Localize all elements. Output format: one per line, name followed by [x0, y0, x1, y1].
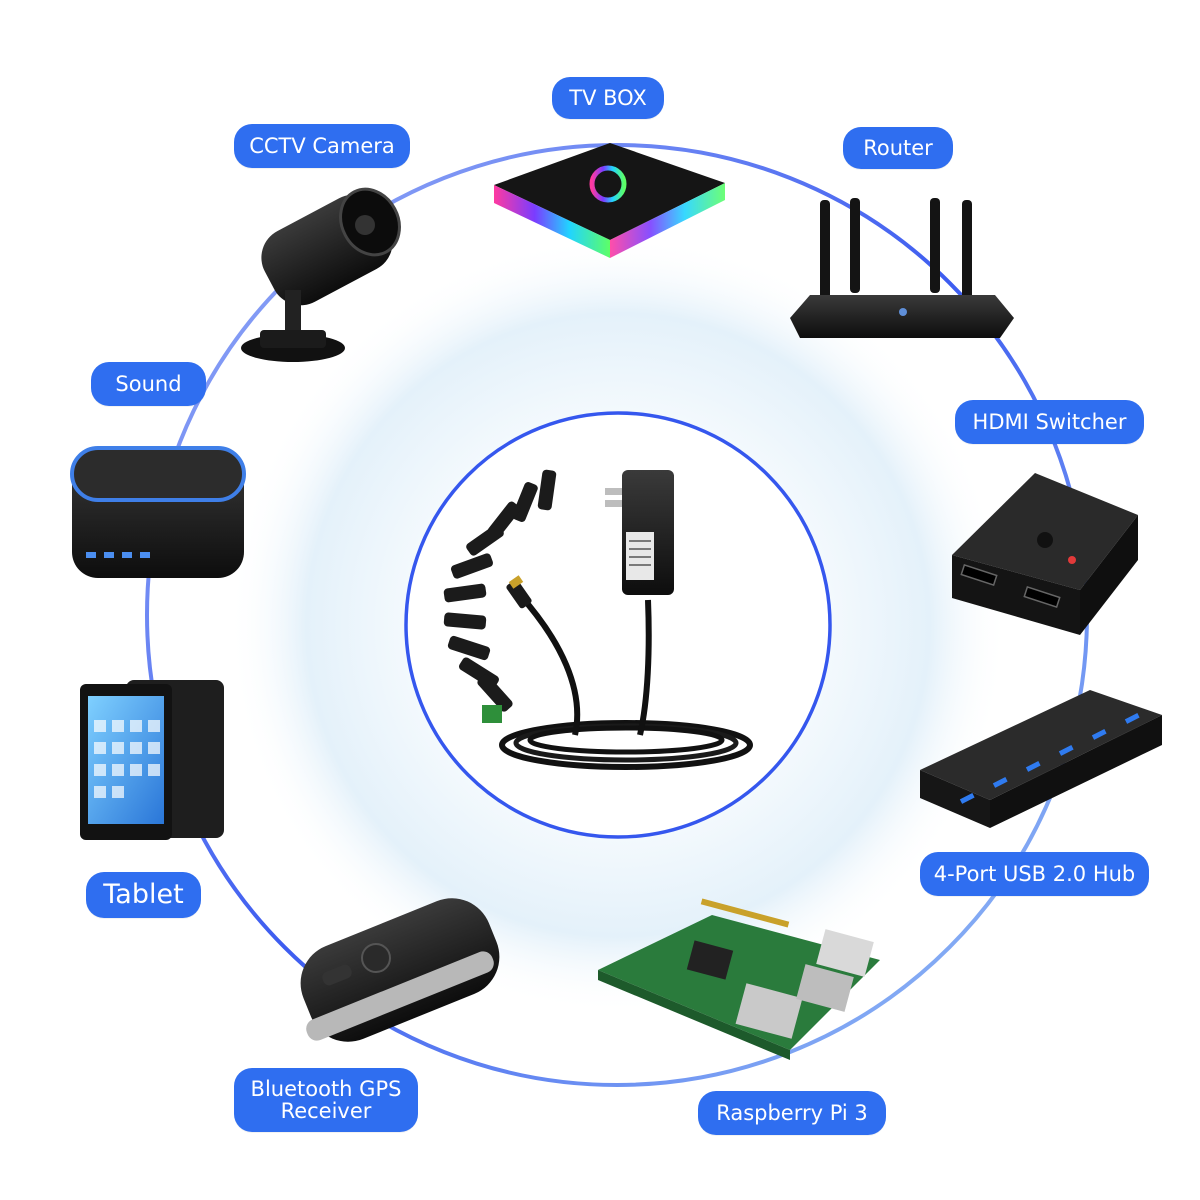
- label-hdmi-switcher: HDMI Switcher: [955, 400, 1144, 444]
- label-usb-hub: 4-Port USB 2.0 Hub: [920, 852, 1149, 896]
- label-tablet: Tablet: [86, 872, 201, 918]
- hdmi-switcher-icon: [952, 473, 1138, 635]
- label-cctv-camera: CCTV Camera: [234, 124, 410, 168]
- label-raspberry-pi: Raspberry Pi 3: [698, 1091, 886, 1135]
- usb-hub-icon: [920, 690, 1162, 828]
- cctv-camera-icon: [241, 187, 401, 362]
- tv-box-icon: [494, 143, 725, 258]
- gps-receiver-icon: [300, 898, 500, 1042]
- power-adapter-icon: [443, 469, 753, 770]
- tablet-icon: [80, 680, 224, 840]
- label-tv-box: TV BOX: [552, 77, 664, 119]
- raspberry-pi-icon: [598, 898, 880, 1060]
- label-router: Router: [843, 127, 953, 169]
- label-sound: Sound: [91, 362, 206, 406]
- speaker-icon: [70, 446, 246, 578]
- router-icon: [790, 198, 1014, 338]
- label-gps-receiver: Bluetooth GPS Receiver: [234, 1068, 418, 1132]
